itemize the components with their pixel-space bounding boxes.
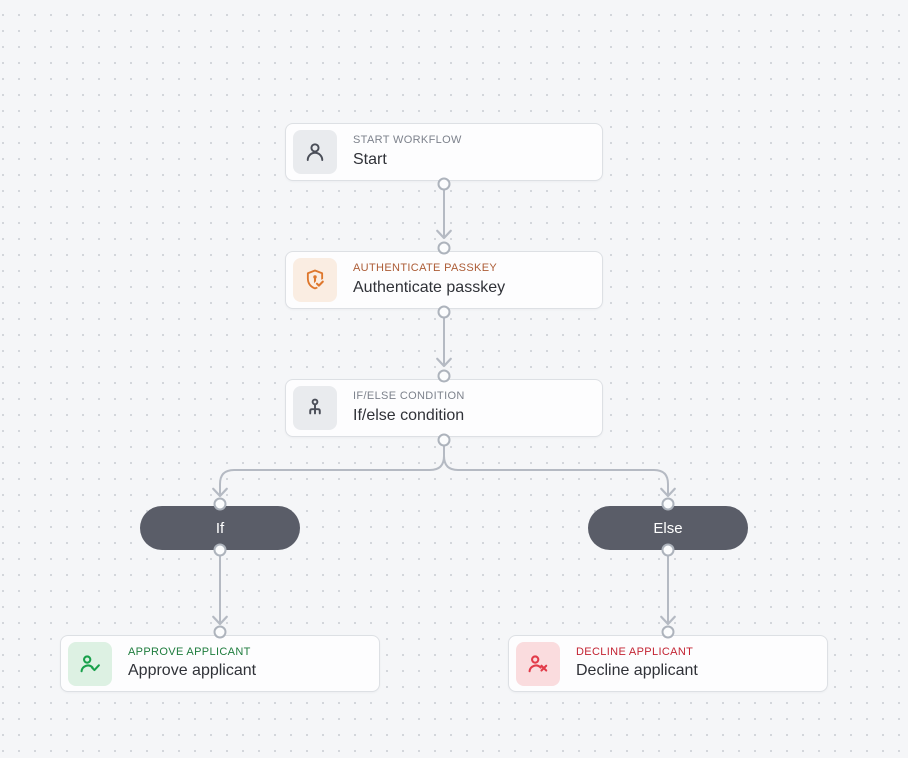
branch-pill-else-label: Else <box>653 519 683 537</box>
branch-icon <box>293 386 337 430</box>
branch-pill-if[interactable]: If <box>140 506 300 550</box>
node-eyebrow: DECLINE APPLICANT <box>576 645 694 658</box>
branch-pill-else[interactable]: Else <box>588 506 748 550</box>
node-title: Start <box>353 150 387 168</box>
arrowhead-down-icon <box>660 615 676 626</box>
node-title: Authenticate passkey <box>353 278 506 296</box>
user-icon <box>293 130 337 174</box>
node-title: Decline applicant <box>576 662 698 680</box>
user-x-icon <box>516 641 560 686</box>
node-title: Approve applicant <box>128 662 257 680</box>
shield-key-check-icon <box>293 258 337 302</box>
connector-edge <box>443 445 669 496</box>
node-eyebrow: APPROVE APPLICANT <box>128 645 251 658</box>
arrowhead-down-icon <box>660 487 676 498</box>
connector-port[interactable] <box>213 625 227 639</box>
connector-port[interactable] <box>213 497 227 511</box>
branch-pill-if-label: If <box>215 519 225 537</box>
node-eyebrow: START WORKFLOW <box>353 134 462 147</box>
connector-port[interactable] <box>437 241 451 255</box>
arrowhead-down-icon <box>212 487 228 498</box>
arrowhead-down-icon <box>436 357 452 368</box>
connector-port[interactable] <box>661 543 675 557</box>
arrowhead-down-icon <box>212 615 228 626</box>
node-eyebrow: IF/ELSE CONDITION <box>353 390 465 403</box>
node-if-else-condition[interactable]: IF/ELSE CONDITION If/else condition <box>285 379 603 437</box>
user-check-icon <box>68 641 112 686</box>
connector-port[interactable] <box>437 177 451 191</box>
connector-edge <box>219 445 445 496</box>
connector-port[interactable] <box>437 369 451 383</box>
connector-port[interactable] <box>661 625 675 639</box>
connector-port[interactable] <box>661 497 675 511</box>
node-decline-applicant[interactable]: DECLINE APPLICANT Decline applicant <box>508 635 828 692</box>
node-title: If/else condition <box>353 406 465 424</box>
connector-port[interactable] <box>437 433 451 447</box>
connector-port[interactable] <box>437 305 451 319</box>
node-authenticate-passkey[interactable]: AUTHENTICATE PASSKEY Authenticate passke… <box>285 251 603 309</box>
arrowhead-down-icon <box>436 229 452 240</box>
node-eyebrow: AUTHENTICATE PASSKEY <box>353 262 498 275</box>
node-approve-applicant[interactable]: APPROVE APPLICANT Approve applicant <box>60 635 380 692</box>
node-start-workflow[interactable]: START WORKFLOW Start <box>285 123 603 181</box>
connector-port[interactable] <box>213 543 227 557</box>
